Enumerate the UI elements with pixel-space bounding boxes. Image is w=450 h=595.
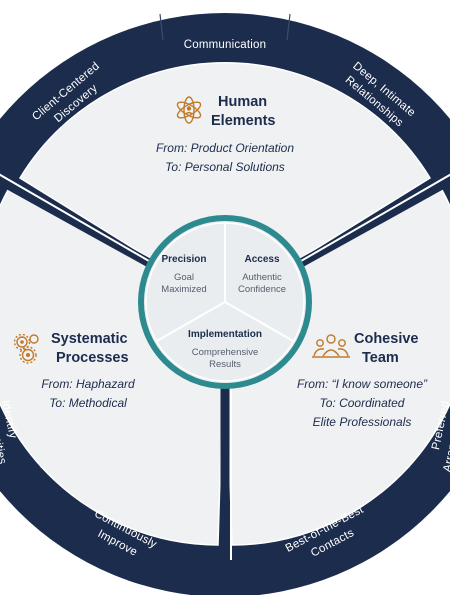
systematic-title-1: Systematic bbox=[51, 331, 128, 347]
sector-human bbox=[18, 62, 432, 306]
hub-access-sub-2: Confidence bbox=[238, 284, 286, 295]
atom-person-icon bbox=[176, 96, 202, 124]
team-icon bbox=[312, 334, 350, 358]
human-title-1: Human bbox=[218, 94, 267, 110]
hub-access-title: Access bbox=[244, 254, 279, 265]
hub-implementation-sub-1: Comprehensive bbox=[192, 347, 259, 358]
human-from: From: Product Orientation bbox=[156, 141, 294, 155]
hub-precision-sub-2: Maximized bbox=[161, 284, 206, 295]
cohesive-title-2: Team bbox=[362, 350, 399, 366]
cohesive-to-2: Elite Professionals bbox=[313, 415, 412, 429]
hub-dividers bbox=[154, 222, 296, 343]
hub-access-sub-1: Authentic bbox=[242, 272, 282, 283]
ring-label-communication-2: Communication bbox=[184, 39, 267, 51]
cohesive-from: From: “I know someone” bbox=[297, 377, 428, 391]
human-to: To: Personal Solutions bbox=[165, 160, 285, 174]
hub-precision-title: Precision bbox=[161, 254, 206, 265]
hub-implementation-sub-2: Results bbox=[209, 359, 241, 370]
systematic-to: To: Methodical bbox=[49, 396, 127, 410]
cohesive-title-1: Cohesive bbox=[354, 331, 418, 347]
systematic-from: From: Haphazard bbox=[41, 377, 135, 391]
cohesive-to: To: Coordinated bbox=[320, 396, 405, 410]
hub-precision-sub-1: Goal bbox=[174, 272, 194, 283]
hub-implementation-title: Implementation bbox=[188, 329, 262, 340]
systematic-title-2: Processes bbox=[56, 350, 129, 366]
gears-icon bbox=[13, 333, 39, 364]
human-title-2: Elements bbox=[211, 113, 275, 129]
